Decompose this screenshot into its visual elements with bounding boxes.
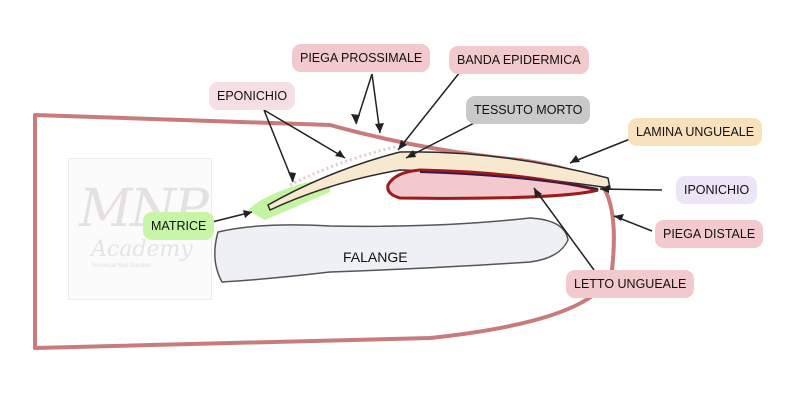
phalanx-bone (214, 217, 569, 283)
watermark-tagline: Technical Nail Solution (91, 263, 152, 269)
label-eponichio: EPONICHIO (209, 82, 296, 110)
proximal-fold-line (289, 145, 396, 187)
label-tessuto-morto: TESSUTO MORTO (466, 96, 591, 124)
label-lamina-ungueale: LAMINA UNGUEALE (628, 118, 763, 146)
label-matrice: MATRICE (143, 212, 215, 240)
label-piega-prossimale: PIEGA PROSSIMALE (292, 44, 431, 72)
nail-plate (267, 151, 611, 212)
arrowheads (243, 114, 624, 221)
label-iponichio: IPONICHIO (676, 176, 758, 204)
arrows (211, 71, 663, 271)
hyponychium-line (419, 171, 599, 190)
watermark-academy-text: Academy (91, 237, 193, 262)
label-banda-epidermica: BANDA EPIDERMICA (449, 46, 589, 74)
label-letto-ungueale: LETTO UNGUEALE (566, 270, 695, 298)
nail-bed (386, 168, 599, 200)
label-falange: FALANGE (343, 249, 408, 265)
label-piega-distale: PIEGA DISTALE (655, 220, 764, 248)
